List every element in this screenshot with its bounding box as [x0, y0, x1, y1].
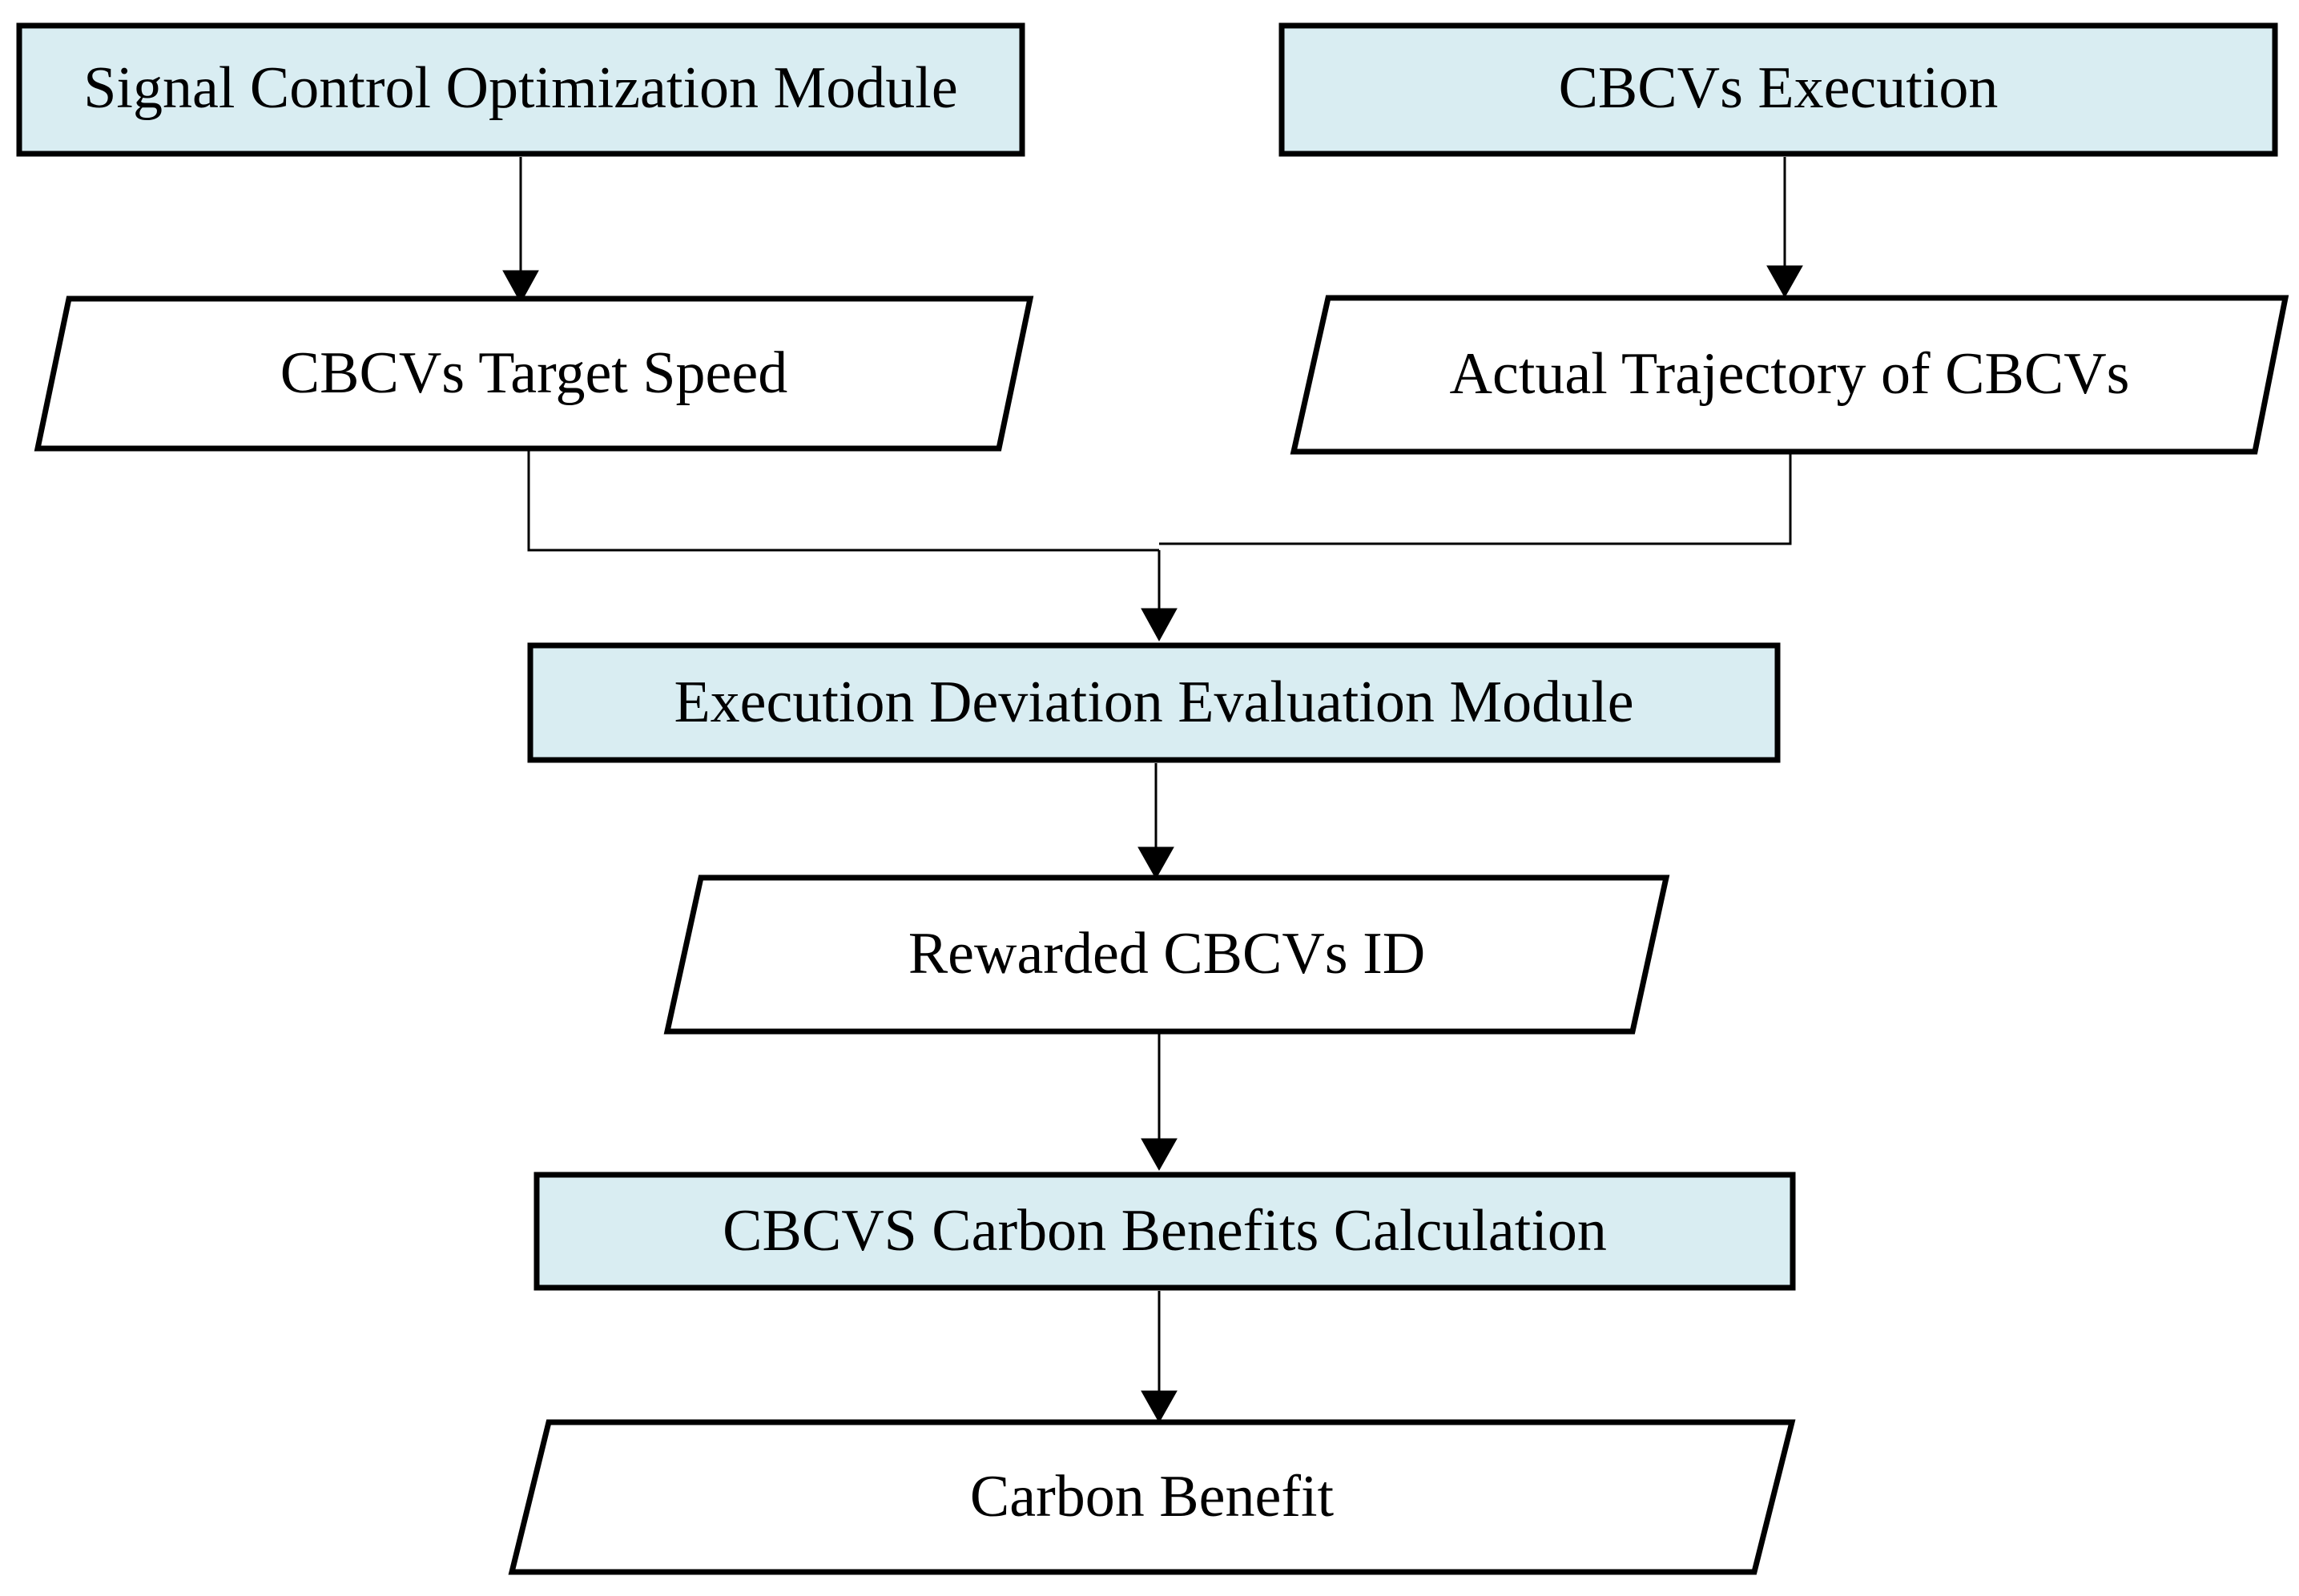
io-parallelogram-carbon-benefit: [508, 1419, 1796, 1575]
edge-calc-to-benefit-arrowhead: [1141, 1390, 1178, 1424]
edge-merge-arrowhead: [1141, 608, 1178, 642]
edge-deviation-to-rewarded-arrowhead: [1137, 846, 1174, 880]
process-box-signal-control: [16, 22, 1025, 157]
edge-signal-to-target-arrowhead: [502, 270, 539, 304]
process-box-cbcvs-execution: [1278, 22, 2278, 157]
process-box-execution-deviation: [527, 642, 1781, 763]
process-box-carbon-calc: [533, 1172, 1796, 1291]
edge-target-speed-connector: [527, 448, 1159, 552]
io-parallelogram-actual-trajectory: [1290, 295, 2289, 455]
edge-rewarded-to-calc-arrowhead: [1141, 1138, 1178, 1172]
io-parallelogram-rewarded-id: [663, 874, 1670, 1035]
edge-actual-trajectory-connector: [1159, 452, 1792, 545]
edge-execution-to-trajectory-arrowhead: [1766, 265, 1803, 299]
io-parallelogram-target-speed: [34, 295, 1034, 452]
